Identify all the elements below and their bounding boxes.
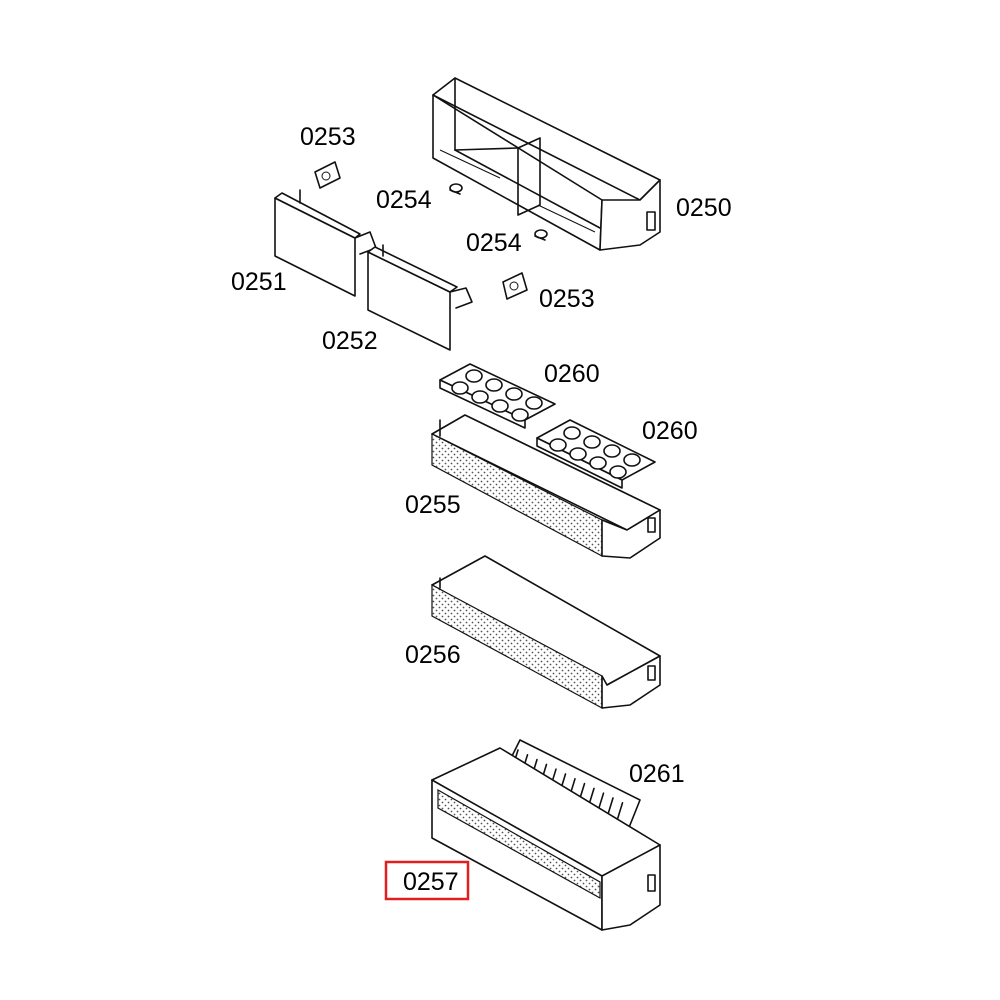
egg-hole: [471, 390, 489, 404]
part-0255-door-shelf: [431, 414, 661, 559]
egg-hole: [511, 408, 529, 422]
egg-hole: [583, 435, 601, 449]
part-0250-compartment: [432, 77, 661, 251]
egg-hole: [589, 456, 607, 470]
part-0254-pin-lower: [534, 229, 548, 241]
label-0253-upper: 0253: [300, 123, 356, 151]
egg-hole: [623, 453, 641, 467]
egg-hole: [485, 378, 503, 392]
label-0260-upper: 0260: [544, 360, 600, 388]
egg-hole: [505, 387, 523, 401]
highlight-box-0257: [384, 860, 470, 901]
egg-hole: [451, 381, 469, 395]
egg-hole: [609, 465, 627, 479]
label-0251: 0251: [231, 268, 287, 296]
label-0254-upper: 0254: [376, 186, 432, 214]
egg-hole: [563, 426, 581, 440]
label-0260-lower: 0260: [642, 417, 698, 445]
part-0257-bottle-shelf: [431, 747, 661, 931]
part-0260-egg-tray-right: [536, 419, 656, 489]
egg-hole: [603, 444, 621, 458]
part-0253-clip-upper: [314, 161, 341, 189]
egg-hole: [525, 396, 543, 410]
part-0251-flap: [274, 189, 377, 297]
label-0257: 0257: [403, 868, 459, 896]
label-0254-lower: 0254: [466, 229, 522, 257]
part-0256-door-shelf: [431, 555, 661, 710]
egg-hole: [491, 399, 509, 413]
egg-hole: [569, 447, 587, 461]
part-0254-pin-upper: [449, 183, 463, 195]
label-0256: 0256: [405, 641, 461, 669]
part-0253-clip-lower: [502, 272, 528, 300]
egg-hole: [465, 369, 483, 383]
label-0250: 0250: [676, 194, 732, 222]
label-0261: 0261: [629, 760, 685, 788]
label-0255: 0255: [405, 491, 461, 519]
label-0253-lower: 0253: [539, 285, 595, 313]
part-0252-flap: [367, 244, 473, 351]
label-0252: 0252: [322, 327, 378, 355]
part-0260-egg-tray-left: [439, 363, 556, 429]
egg-hole: [549, 438, 567, 452]
